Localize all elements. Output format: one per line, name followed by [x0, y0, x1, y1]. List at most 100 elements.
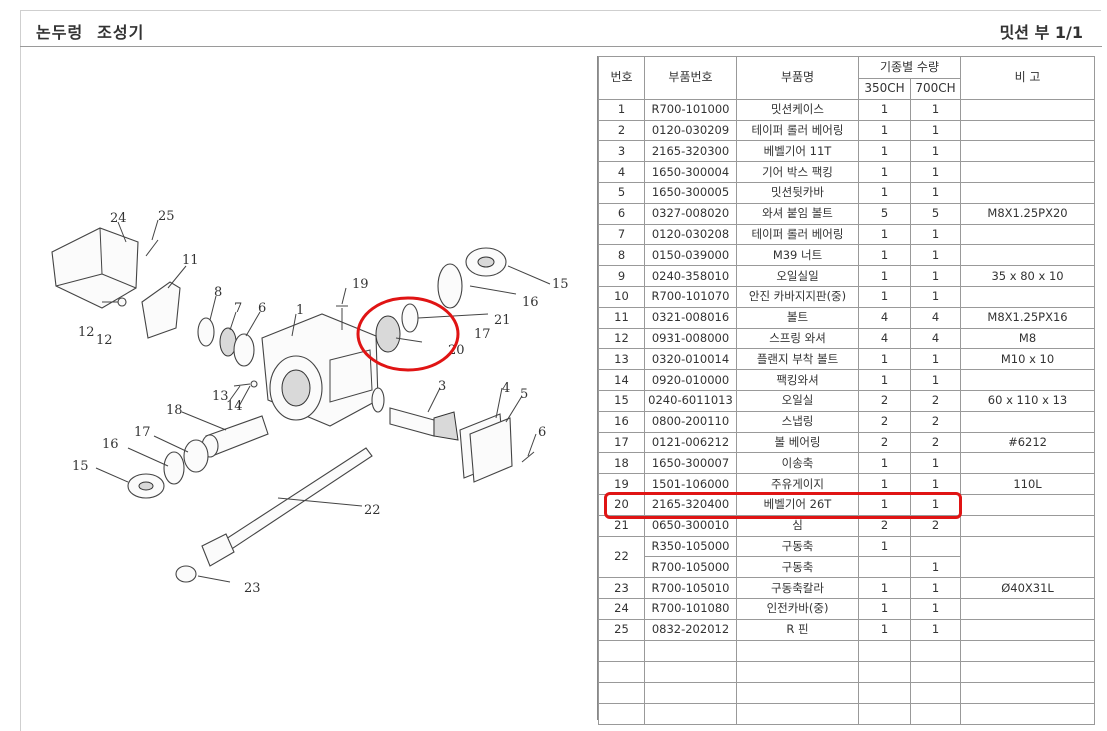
empty-cell: [960, 702, 1096, 725]
part-19-gauge: [336, 305, 348, 330]
col-header-700ch: 700CH: [909, 78, 962, 100]
cell-part-name: 구동축칼라: [736, 577, 859, 599]
cell-part-name: 와셔 붙임 볼트: [736, 202, 859, 225]
empty-cell: [598, 639, 645, 662]
part-17-bearing-left: [183, 439, 209, 473]
part-3-bevel-gear-shaft: [389, 407, 459, 441]
cell-qty-700: 1: [909, 556, 962, 579]
empty-cell: [736, 639, 859, 662]
cell-qty-700: 1: [909, 348, 962, 371]
empty-row: [598, 660, 1096, 683]
cell-remark: [960, 452, 1096, 475]
cell-no: 9: [598, 265, 645, 287]
cell-no: 2: [598, 119, 645, 142]
cell-qty-350: 4: [858, 306, 911, 329]
cell-no: 22: [598, 535, 645, 579]
cell-remark: [960, 618, 1096, 641]
callout-16-left: 16: [102, 437, 119, 452]
callout-13: 13: [212, 389, 229, 404]
empty-row: [598, 702, 1096, 725]
callout-15-right: 15: [552, 277, 569, 292]
cell-part-name: 오일실: [736, 389, 859, 412]
callout-10: 11: [182, 253, 199, 268]
cell-remark: [960, 285, 1096, 308]
cell-part-no: 0321-008016: [644, 306, 737, 329]
callout-8: 7: [234, 301, 242, 316]
cell-qty-350: 1: [858, 348, 911, 371]
part-23-collar: [175, 565, 197, 583]
cell-part-no: 0150-039000: [644, 244, 737, 267]
callout-19: 19: [352, 277, 369, 292]
callout-17-right: 17: [474, 327, 491, 342]
highlight-row-20: [604, 492, 962, 519]
cell-no: 8: [598, 244, 645, 267]
cell-qty-700: 1: [909, 452, 962, 475]
cell-part-no: R700-101070: [644, 285, 737, 308]
cell-remark: [960, 119, 1096, 142]
cell-part-no: 0320-010014: [644, 348, 737, 371]
cell-part-no: 0800-200110: [644, 410, 737, 433]
cell-qty-700: 1: [909, 577, 962, 599]
cell-part-no: 0120-030208: [644, 223, 737, 246]
cell-no: 10: [598, 285, 645, 308]
callout-7: 6: [258, 301, 266, 316]
col-header-part-name: 부품명: [736, 56, 859, 100]
cell-qty-350: 1: [858, 285, 911, 308]
part-ring-small: [371, 387, 385, 413]
cell-no: 11: [598, 306, 645, 329]
cell-part-name: 테이퍼 롤러 베어링: [736, 119, 859, 142]
col-header-part-no: 부품번호: [644, 56, 737, 100]
cell-part-no: R700-105000: [644, 556, 737, 579]
callout-21: 21: [494, 313, 511, 328]
cell-part-name: 플랜지 부착 볼트: [736, 348, 859, 371]
cell-qty-700: 1: [909, 618, 962, 641]
cell-part-no: 0121-006212: [644, 431, 737, 454]
document-frame: [20, 10, 1101, 731]
cell-qty-350: 1: [858, 452, 911, 475]
cell-part-name: 인전카바(중): [736, 597, 859, 620]
callout-25: 25: [158, 209, 175, 224]
title-main: 논두렁: [36, 23, 84, 42]
callout-6: 6: [538, 425, 546, 440]
empty-cell: [858, 660, 911, 683]
cell-remark: Ø40X31L: [960, 577, 1096, 599]
callout-23: 23: [244, 581, 261, 596]
cell-part-name: 밋션뒷카바: [736, 181, 859, 204]
cell-remark: [960, 223, 1096, 246]
section-page-label: 밋션 부 1/1: [999, 23, 1083, 42]
cell-remark: [960, 369, 1096, 391]
cell-qty-700: [909, 535, 962, 558]
empty-cell: [858, 639, 911, 662]
empty-cell: [598, 660, 645, 683]
cell-no: 23: [598, 577, 645, 599]
cell-qty-700: 4: [909, 327, 962, 350]
cell-qty-700: 1: [909, 369, 962, 391]
cell-qty-700: 1: [909, 244, 962, 267]
col-header-no: 번호: [598, 56, 645, 100]
cell-no: 6: [598, 202, 645, 225]
cell-remark: 35 x 80 x 10: [960, 265, 1096, 287]
part-14-washer: [250, 380, 258, 388]
empty-cell: [858, 702, 911, 725]
cell-no: 13: [598, 348, 645, 371]
cell-qty-350: 2: [858, 389, 911, 412]
cell-no: 24: [598, 597, 645, 620]
cell-part-name: 기어 박스 팩킹: [736, 161, 859, 183]
cell-part-no: 1650-300007: [644, 452, 737, 475]
col-header-qty-group: 기종별 수량: [857, 56, 962, 79]
callout-12: 12: [96, 333, 113, 348]
part-13-bolt: [233, 383, 251, 387]
cell-qty-350: [858, 556, 911, 579]
empty-cell: [736, 660, 859, 683]
empty-cell: [644, 660, 737, 683]
